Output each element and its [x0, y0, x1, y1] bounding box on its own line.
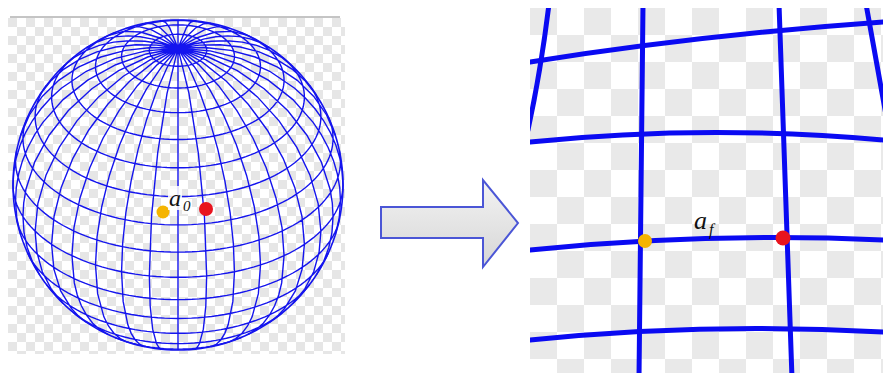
- variable-letter: a: [168, 186, 182, 210]
- yellow-point: [638, 234, 652, 248]
- latitude-line: [530, 328, 883, 340]
- longitude-line: [866, 8, 883, 115]
- red-point: [776, 231, 791, 246]
- latitude-line: [530, 22, 883, 62]
- zoom-arrow: [381, 180, 518, 267]
- variable-letter: a: [694, 208, 707, 234]
- frame-line: [10, 17, 340, 18]
- longitude-line: [530, 8, 549, 130]
- graticule-lines: [13, 20, 343, 350]
- longitude-line: [779, 8, 792, 373]
- longitude-line: [639, 8, 643, 373]
- zoomed-grid: [530, 8, 883, 373]
- sphere-outline: [13, 20, 343, 350]
- transparency-checker: [530, 8, 883, 373]
- red-point: [199, 202, 213, 216]
- variable-subscript: 0: [182, 199, 192, 214]
- variable-subscript: f: [709, 222, 713, 238]
- latitude-line: [530, 238, 883, 250]
- wireframe-sphere: [13, 20, 343, 350]
- transparency-checker: [8, 18, 345, 354]
- latitude-line: [530, 132, 883, 142]
